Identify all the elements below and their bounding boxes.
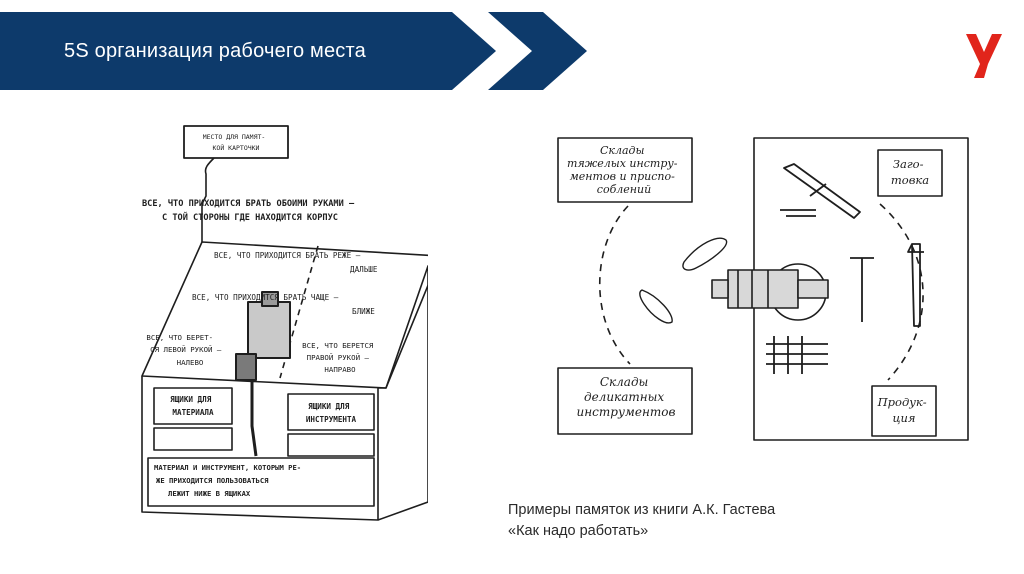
tool-drawer-line2: ИНСТРУМЕНТА [306, 415, 357, 424]
left-reach-arc [598, 205, 631, 365]
header-banner [0, 12, 587, 90]
right-reach-arc [879, 203, 924, 381]
right-hand-line3: НАПРАВО [324, 365, 356, 374]
blank-line1: Заго- [893, 157, 924, 171]
product-line1: Продук- [877, 395, 927, 409]
delicate-storage-line3: инструментов [577, 405, 676, 419]
bottom-note-line1: МАТЕРИАЛ И ИНСТРУМЕНТ, КОТОРЫМ РЕ- [154, 463, 301, 472]
right-hand-line1: ВСЕ, ЧТО БЕРЕТСЯ [302, 341, 374, 350]
bottom-note-line3: ЛЕЖИТ НИЖЕ В ЯЩИКАХ [168, 489, 251, 498]
blank-box [877, 149, 943, 197]
caption-line2: «Как надо работать» [508, 523, 649, 539]
card-place-box [183, 125, 289, 159]
layout-plan-diagram: Склады тяжелых инстру- ментов и приспо- … [557, 137, 969, 441]
svg-text:Заго- товка: Заго- товка [891, 157, 929, 187]
left-hand-line1: ВСЕ, ЧТО БЕРЕТ- [146, 333, 213, 342]
right-hand-line2: ПРАВОЙ РУКОЙ – [307, 353, 370, 362]
delicate-storage-line1: Склады [600, 375, 649, 389]
delicate-storage-box [557, 367, 693, 435]
heavy-storage-line2: тяжелых инстру- [567, 157, 678, 170]
svg-text:МАТЕРИАЛ И ИНСТРУМЕНТ, КОТОРЫМ: МАТЕРИАЛ И ИНСТРУМЕНТ, КОТОРЫМ РЕ- ЖЕ ПР… [154, 463, 305, 498]
heavy-storage-box [557, 137, 693, 203]
material-drawer [153, 387, 233, 425]
heavy-storage-line4: соблений [597, 183, 651, 196]
product-line2: ция [892, 411, 915, 425]
both-hands-line2: С ТОЙ СТОРОНЫ ГДЕ НАХОДИТСЯ КОРПУС [162, 211, 338, 223]
svg-text:ВСЕ, ЧТО ПРИХОДИТСЯ БРАТЬ РЕЖЕ: ВСЕ, ЧТО ПРИХОДИТСЯ БРАТЬ РЕЖЕ – ДАЛЬШЕ [214, 251, 378, 274]
workbench-diagram: МЕСТО ДЛЯ ПАМЯТ- КОЙ КАРТОЧКИ ВСЕ, ЧТО П… [141, 125, 428, 521]
svg-text:ВСЕ, ЧТО БЕРЕТСЯ ПРАВОЙ РУ: ВСЕ, ЧТО БЕРЕТСЯ ПРАВОЙ РУКОЙ – НАПРАВО [302, 341, 378, 374]
bottom-note-line2: ЖЕ ПРИХОДИТСЯ ПОЛЬЗОВАТЬСЯ [156, 476, 269, 485]
more-often-line2: БЛИЖЕ [352, 307, 375, 316]
less-often-line2: ДАЛЬШЕ [350, 265, 378, 274]
product-box [871, 385, 937, 437]
heavy-storage-line1: Склады [600, 144, 645, 157]
tool-drawer [287, 393, 375, 431]
card-place-line2: КОЙ КАРТОЧКИ [213, 143, 260, 152]
vise-icon [711, 263, 829, 321]
brand-logo-icon [966, 34, 1002, 78]
both-hands-line1: ВСЕ, ЧТО ПРИХОДИТСЯ БРАТЬ ОБОИМИ РУКАМИ … [142, 199, 355, 209]
footprint-icon [682, 237, 728, 271]
svg-text:ЯЩИКИ ДЛЯ МАТЕРИАЛА: ЯЩИКИ ДЛЯ МАТЕРИАЛА [170, 395, 216, 417]
svg-text:ВСЕ, ЧТО ПРИХОДИТСЯ БРАТЬ ЧАЩЕ: ВСЕ, ЧТО ПРИХОДИТСЯ БРАТЬ ЧАЩЕ – БЛИЖЕ [192, 293, 375, 316]
more-often-line1: ВСЕ, ЧТО ПРИХОДИТСЯ БРАТЬ ЧАЩЕ – [192, 293, 339, 302]
heavy-storage-line3: ментов и приспо- [570, 170, 675, 183]
left-hand-line3: НАЛЕВО [177, 358, 204, 367]
svg-text:ВСЕ, ЧТО БЕРЕТ- СЯ ЛЕВОЙ Р: ВСЕ, ЧТО БЕРЕТ- СЯ ЛЕВОЙ РУКОЙ – НАЛЕВО [146, 333, 225, 367]
left-hand-line2: СЯ ЛЕВОЙ РУКОЙ – [150, 345, 222, 354]
delicate-storage-line2: деликатных [584, 390, 664, 404]
banner-arrow-main [0, 12, 496, 90]
footprint-icon-2 [639, 289, 673, 324]
material-drawer-line1: ЯЩИКИ ДЛЯ [170, 395, 212, 404]
svg-text:ВСЕ, ЧТО ПРИХОДИТСЯ БРАТЬ ОБОИ: ВСЕ, ЧТО ПРИХОДИТСЯ БРАТЬ ОБОИМИ РУКАМИ … [142, 199, 359, 223]
svg-text:Склады тяжелых инстру-: Склады тяжелых инстру- ментов и приспо- … [567, 144, 681, 196]
banner-arrow-chevron [488, 12, 587, 90]
blank-line2: товка [891, 173, 929, 187]
figure-caption: Примеры памяток из книги А.К. Гастева «К… [508, 500, 775, 542]
material-drawer-line2: МАТЕРИАЛА [172, 408, 214, 417]
svg-text:Склады деликатных инст: Склады деликатных инструментов [577, 375, 676, 419]
card-place-line1: МЕСТО ДЛЯ ПАМЯТ- [203, 133, 266, 141]
tool-drawer-line1: ЯЩИКИ ДЛЯ [308, 402, 350, 411]
less-often-line1: ВСЕ, ЧТО ПРИХОДИТСЯ БРАТЬ РЕЖЕ – [214, 251, 361, 260]
tools-icon [766, 163, 924, 374]
svg-text:МЕСТО ДЛЯ ПАМЯТ- КОЙ КАРТО: МЕСТО ДЛЯ ПАМЯТ- КОЙ КАРТОЧКИ [203, 133, 270, 152]
svg-text:ЯЩИКИ ДЛЯ ИНСТРУМЕНТА: ЯЩИКИ ДЛЯ ИНСТРУМЕНТА [306, 402, 357, 424]
vise-icon [235, 291, 291, 457]
svg-text:Продук- ция: Продук- ция [877, 395, 931, 425]
page-title: 5S организация рабочего места [64, 40, 366, 62]
caption-line1: Примеры памяток из книги А.К. Гастева [508, 502, 776, 518]
